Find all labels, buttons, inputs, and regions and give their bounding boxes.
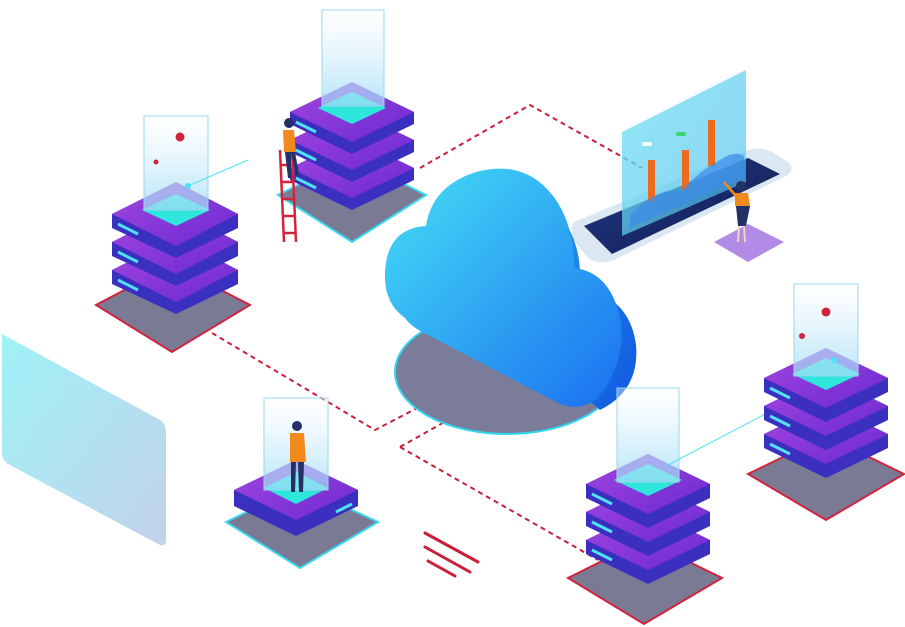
- server-stack-icon: [93, 115, 253, 354]
- person-icon: [283, 118, 299, 178]
- server-stack-icon: [565, 387, 793, 626]
- background-panel: [2, 334, 166, 546]
- person-icon: [723, 181, 750, 243]
- cloud-icon: [384, 168, 637, 410]
- dashboard-bars: [648, 120, 715, 202]
- phone-dashboard-icon: [571, 70, 792, 263]
- server-stack-icon: [745, 283, 905, 522]
- server-stack-icon: [223, 397, 381, 570]
- person-icon: [290, 421, 306, 492]
- speed-lines: [423, 531, 480, 578]
- server-stack-icon: [275, 9, 429, 244]
